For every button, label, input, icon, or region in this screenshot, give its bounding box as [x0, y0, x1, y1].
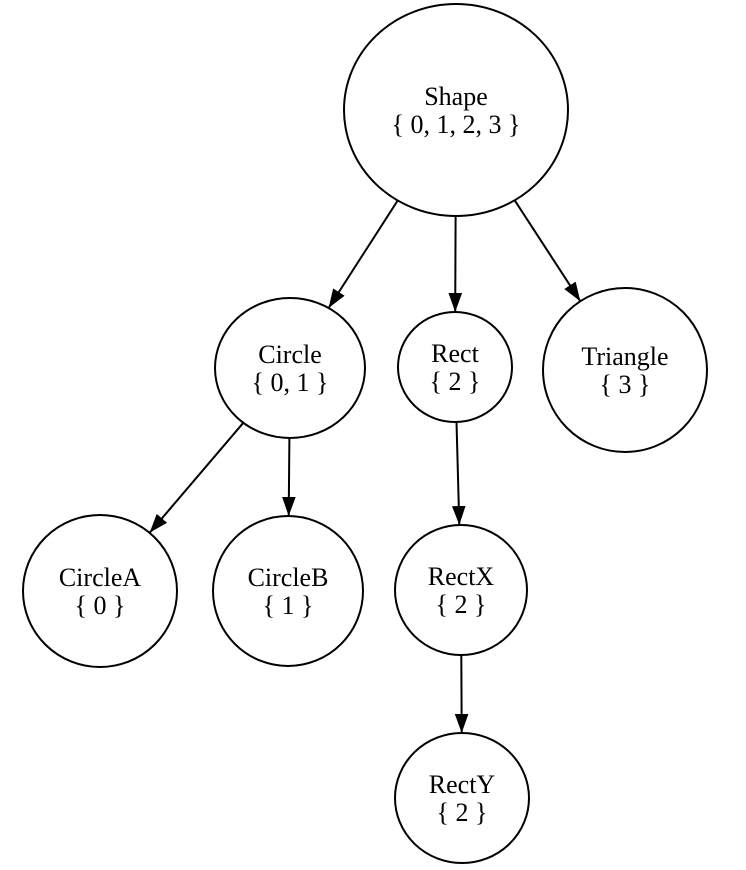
node-rectY-label: RectY	[429, 770, 496, 799]
node-rect-circle	[397, 311, 513, 423]
node-triangle-label: Triangle	[581, 342, 668, 371]
node-triangle: Triangle{ 3 }	[542, 287, 708, 453]
node-circle-label: Circle	[258, 340, 322, 369]
node-rectX-circle	[394, 524, 528, 656]
edge-shape-triangle	[513, 199, 582, 302]
node-rectX: RectX{ 2 }	[394, 524, 528, 656]
node-circleB: CircleB{ 1 }	[212, 515, 364, 667]
node-circleA-label: CircleA	[59, 563, 142, 592]
edge-shape-circle	[327, 199, 399, 309]
node-circleB-label: CircleB	[248, 563, 329, 592]
node-circleA-circle	[22, 514, 178, 668]
node-shape-circle	[343, 3, 569, 217]
node-circleB-set: { 1 }	[263, 591, 314, 620]
node-rectY: RectY{ 2 }	[394, 732, 530, 864]
node-circleB-circle	[212, 515, 364, 667]
edges-layer	[148, 199, 582, 734]
edge-circle-circleA	[148, 422, 245, 534]
node-shape: Shape{ 0, 1, 2, 3 }	[343, 3, 569, 217]
node-rectX-label: RectX	[428, 562, 495, 591]
node-triangle-circle	[542, 287, 708, 453]
node-rectX-set: { 2 }	[436, 590, 487, 619]
node-circle-set: { 0, 1 }	[252, 368, 329, 397]
node-circle-circle	[214, 297, 366, 439]
node-rect-set: { 2 }	[430, 367, 481, 396]
edge-circle-circleB	[282, 437, 296, 517]
node-circleA-set: { 0 }	[75, 591, 126, 620]
node-rectY-circle	[394, 732, 530, 864]
nodes-layer: Shape{ 0, 1, 2, 3 }Circle{ 0, 1 }Rect{ 2…	[22, 3, 708, 864]
node-shape-set: { 0, 1, 2, 3 }	[392, 110, 521, 139]
node-rectY-set: { 2 }	[437, 798, 488, 827]
node-triangle-set: { 3 }	[600, 370, 651, 399]
node-rect-label: Rect	[431, 339, 479, 368]
node-shape-label: Shape	[424, 82, 488, 111]
edge-rect-rectX	[451, 421, 466, 526]
node-circle: Circle{ 0, 1 }	[214, 297, 366, 439]
node-rect: Rect{ 2 }	[397, 311, 513, 423]
node-circleA: CircleA{ 0 }	[22, 514, 178, 668]
